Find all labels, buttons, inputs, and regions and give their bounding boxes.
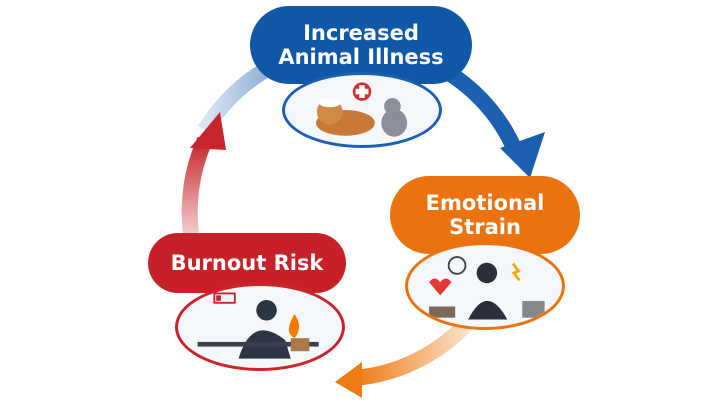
node-emotional-strain: Emotional Strain [390, 176, 580, 254]
node-title-line2: Strain [449, 215, 521, 239]
sick-pets-icon [282, 72, 442, 148]
arrow-red-head [190, 112, 226, 150]
node-title-line2: Animal Illness [278, 45, 444, 69]
arrow-blue-head [500, 132, 545, 178]
node-increased-animal-illness: Increased Animal Illness [250, 6, 472, 84]
arrow-orange [354, 314, 476, 386]
stressed-person-icon [405, 242, 565, 330]
burnout-person-icon [175, 283, 345, 371]
node-title: Burnout Risk [170, 250, 324, 275]
node-title-line1: Emotional [425, 190, 545, 215]
node-title-line1: Increased [303, 20, 419, 45]
arrow-red [181, 136, 213, 242]
arrow-orange-head [335, 362, 362, 398]
